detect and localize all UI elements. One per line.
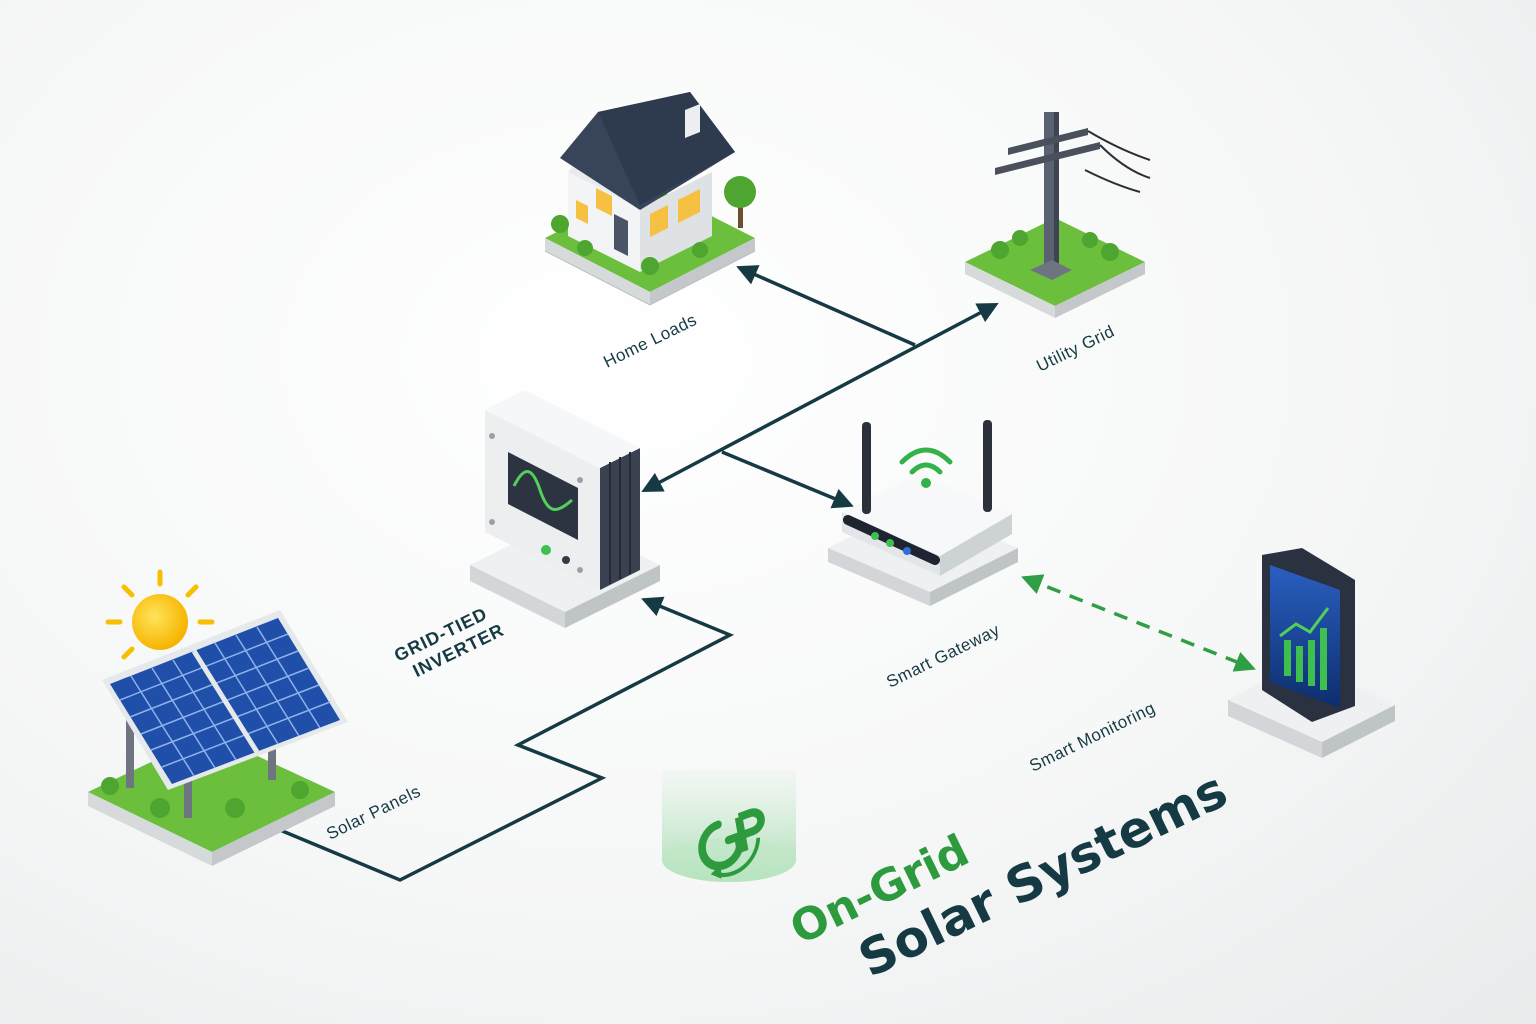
brand-logo	[662, 770, 796, 882]
chart-bar-icon	[1308, 640, 1315, 686]
flow-line-home-loads	[736, 265, 916, 347]
window-icon	[678, 189, 700, 223]
labels: Home Loads Utility Grid GRID-TIED INVERT…	[323, 310, 1158, 844]
flow-line-inverter-grid	[641, 303, 999, 492]
window-icon	[576, 200, 588, 224]
sun-icon	[105, 569, 215, 660]
power-pole-icon	[995, 112, 1151, 280]
antenna-icon	[983, 420, 992, 512]
gp-logo-icon	[698, 808, 765, 879]
wireless-link	[1021, 574, 1256, 672]
window-icon	[596, 188, 612, 216]
wifi-icon	[899, 447, 953, 475]
window-icon	[650, 205, 668, 237]
door-icon	[614, 214, 628, 256]
home-illustration	[544, 92, 756, 306]
inverter-illustration	[470, 390, 660, 628]
label-solar-panels: Solar Panels	[323, 782, 423, 844]
chart-bar-icon	[1284, 640, 1291, 676]
router-led-icon	[871, 532, 879, 540]
solar-illustration	[88, 569, 348, 866]
tree-icon	[724, 176, 756, 208]
page-title: On-Grid Solar Systems	[782, 761, 1236, 989]
antenna-icon	[862, 422, 871, 514]
label-smart-gateway: Smart Gateway	[883, 620, 1002, 691]
status-light-icon	[541, 545, 551, 555]
monitoring-illustration	[1228, 548, 1395, 758]
label-smart-monitoring: Smart Monitoring	[1026, 698, 1158, 775]
utility-grid-illustration	[965, 112, 1151, 318]
chimney-icon	[685, 104, 700, 138]
label-inverter: GRID-TIED INVERTER	[391, 603, 507, 681]
chart-bar-icon	[1296, 646, 1303, 682]
chart-bar-icon	[1320, 628, 1327, 690]
label-home-loads: Home Loads	[600, 310, 699, 372]
flow-line-solar-inverter	[279, 596, 735, 882]
flow-line-gateway	[721, 450, 854, 509]
sine-wave-icon	[512, 470, 573, 511]
label-utility-grid: Utility Grid	[1033, 322, 1117, 376]
trend-line-icon	[1279, 607, 1330, 638]
flow-lines	[279, 265, 1256, 882]
gateway-illustration	[828, 420, 1018, 606]
